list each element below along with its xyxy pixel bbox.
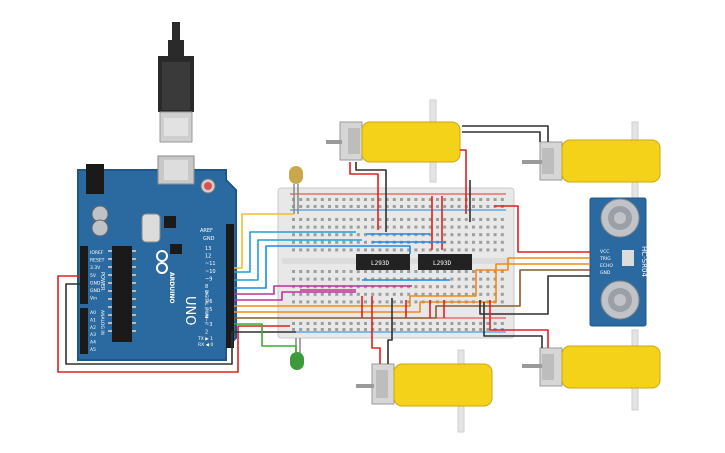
aref-label: AREF — [200, 228, 213, 234]
reset-button[interactable] — [204, 182, 212, 190]
breadboard: L293D L293D — [277, 187, 515, 339]
gnd-label: GND — [203, 236, 215, 242]
digital-pin-label: 8 — [205, 284, 208, 290]
driver-chip-1: L293D — [356, 254, 410, 270]
digital-label: DIGITAL (PWM~) — [204, 290, 209, 324]
digital-pin-label: ~9 — [205, 276, 212, 282]
arduino-brand: ARDUINO — [168, 272, 175, 303]
analog-pin-label: A0 — [90, 310, 96, 316]
chip-label: L293D — [371, 260, 389, 267]
power-pin-label: RESET — [90, 258, 105, 264]
digital-pin-label: 7 — [205, 292, 208, 298]
digital-pin-label: 13 — [205, 246, 211, 252]
red-wire — [494, 205, 590, 253]
power-pin-label: 3.3V — [90, 265, 101, 271]
black-wire — [483, 302, 543, 348]
red-wire — [460, 149, 467, 214]
analog-pin-label: A2 — [90, 325, 96, 331]
red-wire — [349, 162, 379, 230]
tx-label: TX ▶ 1 — [197, 336, 213, 342]
power-label: POWER — [99, 272, 105, 291]
sensor-pin-label: ECHO — [600, 263, 613, 269]
usb-cable — [158, 22, 194, 143]
arduino-logo-icon — [156, 250, 168, 274]
red-wire — [371, 296, 381, 364]
orange-wire — [234, 257, 590, 307]
power-pin-label: GND — [90, 280, 101, 286]
blue-wire — [234, 245, 411, 289]
arduino-model: UNO — [182, 296, 197, 325]
black-wire — [387, 298, 393, 364]
analog-pin-label: A3 — [90, 332, 96, 338]
analog-label: ANALOG IN — [99, 310, 105, 335]
digital-pin-label: ~10 — [205, 269, 216, 275]
black-wire — [65, 283, 296, 365]
rx-label: RX ◀ 0 — [198, 342, 214, 348]
sensor-pin-label: VCC — [600, 249, 609, 255]
motor-bottom-left — [356, 349, 493, 433]
analog-header — [80, 308, 88, 354]
red-wire — [489, 300, 549, 348]
digital-pin-label: ~5 — [205, 307, 212, 313]
sensor-pin-label: GND — [600, 270, 611, 276]
digital-pin-label: ~6 — [205, 299, 212, 305]
black-wire — [479, 275, 590, 315]
motor-bottom-right — [522, 329, 661, 411]
digital-pin-label: 12 — [205, 254, 211, 260]
green-wire — [234, 323, 297, 356]
digital-pin-label: 4 — [205, 314, 208, 320]
driver-chip-2: L293D — [418, 254, 472, 270]
wires — [57, 125, 590, 373]
breadboard-holes — [292, 198, 504, 331]
black-wire — [355, 162, 387, 232]
cyan-wire — [234, 231, 356, 273]
yellow-wire — [234, 213, 294, 269]
digital-pin-label: ~3 — [205, 322, 212, 328]
sensor-name: HC-SR04 — [640, 246, 648, 277]
sensor-pin-label: TRIG — [599, 256, 611, 262]
power-pin-label: GND — [90, 288, 101, 294]
digital-pin-label: ~11 — [205, 261, 216, 267]
brown-wire — [234, 269, 590, 319]
chip-label: L293D — [433, 260, 451, 267]
digital-pin-label: 2 — [205, 330, 208, 336]
magenta-wire — [234, 285, 412, 295]
led-green — [290, 338, 304, 370]
motor-top-right — [522, 121, 661, 205]
power-pin-label: IOREF — [90, 250, 104, 256]
orange-wire — [234, 263, 590, 313]
black-wire — [462, 125, 549, 142]
power-header — [80, 246, 88, 304]
magenta-wire — [234, 291, 356, 301]
arduino-uno: ARDUINO UNO AREF GND 13 12~11 ~10~9 8 7~6 ~54… — [77, 155, 237, 361]
analog-pin-label: A1 — [90, 317, 96, 323]
analog-pin-label: A5 — [90, 347, 96, 353]
power-pin-label: Vin — [90, 296, 97, 302]
black-wire — [462, 131, 541, 142]
digital-pin-labels: 13 12~11 ~10~9 8 7~6 ~54 ~3 2 — [205, 246, 216, 336]
led-yellow — [289, 166, 303, 214]
power-pin-label: 5V — [90, 273, 97, 279]
motor-top-left — [326, 99, 461, 183]
analog-pin-label: A4 — [90, 340, 96, 346]
red-wire — [57, 275, 290, 373]
cyan-wire — [234, 239, 362, 281]
digital-header — [226, 224, 234, 348]
